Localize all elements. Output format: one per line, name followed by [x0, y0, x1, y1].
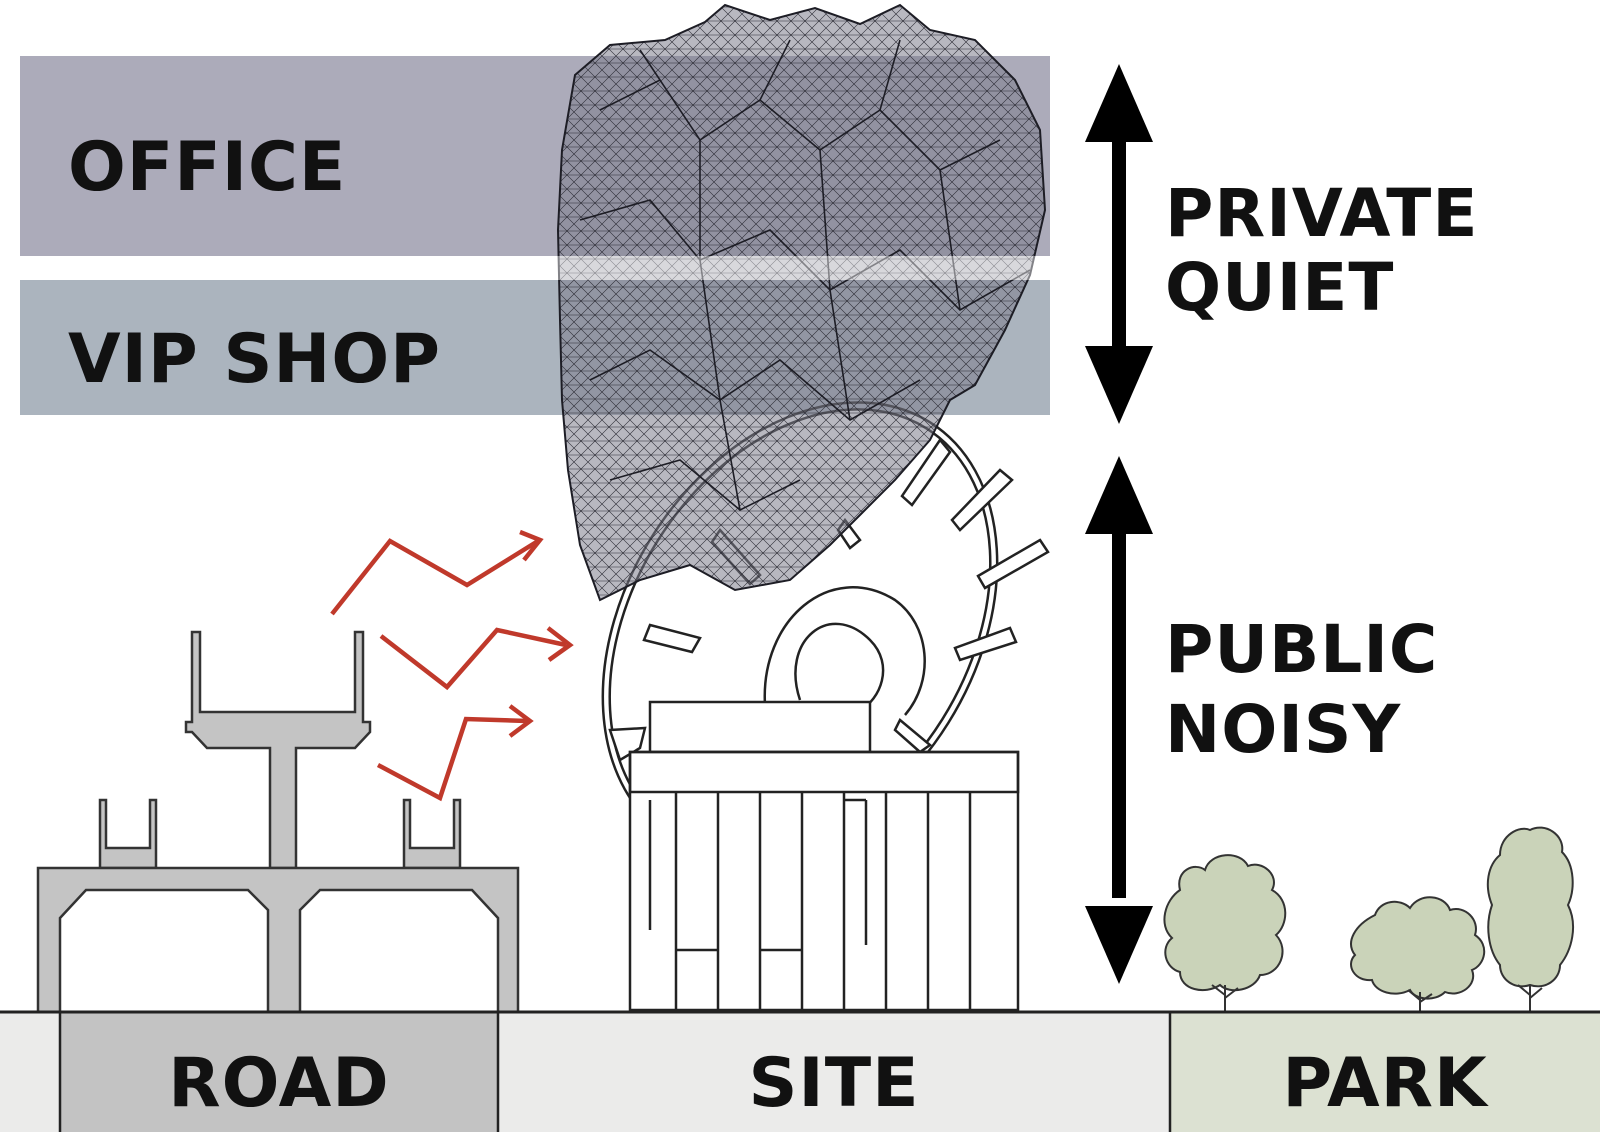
private-double-arrow-icon: [1085, 64, 1153, 424]
zigzag-arrow-icon: [330, 529, 574, 802]
tree-icon: [1350, 896, 1486, 1012]
vip-shop-label: VIP SHOP: [68, 320, 441, 399]
site-label: SITE: [748, 1044, 919, 1123]
ground-strip-park: [1170, 1012, 1600, 1132]
tree-icon: [1486, 826, 1575, 1012]
office-label: OFFICE: [68, 128, 346, 207]
building-icon: [628, 700, 1020, 1012]
private-label: PRIVATE: [1165, 175, 1478, 252]
quiet-label: QUIET: [1165, 249, 1394, 326]
ground-strip-road: [60, 1012, 498, 1132]
tree-icon: [1163, 854, 1287, 1012]
road-label: ROAD: [168, 1044, 389, 1123]
public-label: PUBLIC: [1165, 611, 1438, 688]
park-label: PARK: [1282, 1044, 1489, 1123]
public-double-arrow-icon: [1085, 456, 1153, 984]
noisy-label: NOISY: [1165, 691, 1401, 768]
